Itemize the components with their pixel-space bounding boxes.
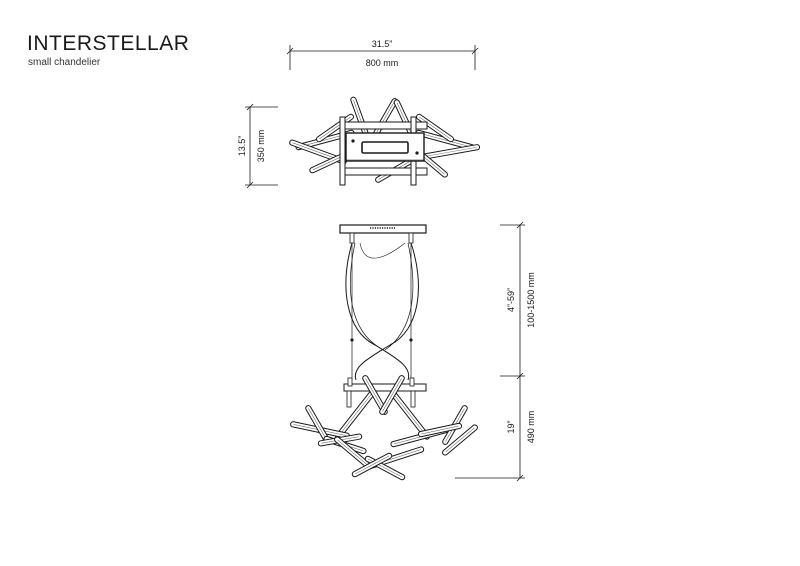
cable-inch-label: 4”-59” [506, 288, 516, 312]
height-mm-label: 350 mm [256, 130, 266, 163]
width-mm-label: 800 mm [366, 58, 399, 68]
top-view [288, 95, 481, 186]
front-view [289, 224, 480, 482]
width-inch-label: 31.5” [372, 39, 393, 49]
height-inch-label: 13.5” [237, 136, 247, 157]
body-mm-label: 490 mm [526, 411, 536, 444]
cable-mm-label: 100-1500 mm [526, 272, 536, 328]
drop-dimensions: 4”-59” 100-1500 mm 19” 490 mm [455, 221, 536, 482]
body-inch-label: 19” [506, 420, 516, 433]
height-dimension: 13.5” 350 mm [237, 103, 278, 189]
product-subtitle: small chandelier [28, 57, 101, 68]
product-title: INTERSTELLAR [27, 32, 190, 55]
width-dimension: 31.5” 800 mm [286, 39, 479, 70]
